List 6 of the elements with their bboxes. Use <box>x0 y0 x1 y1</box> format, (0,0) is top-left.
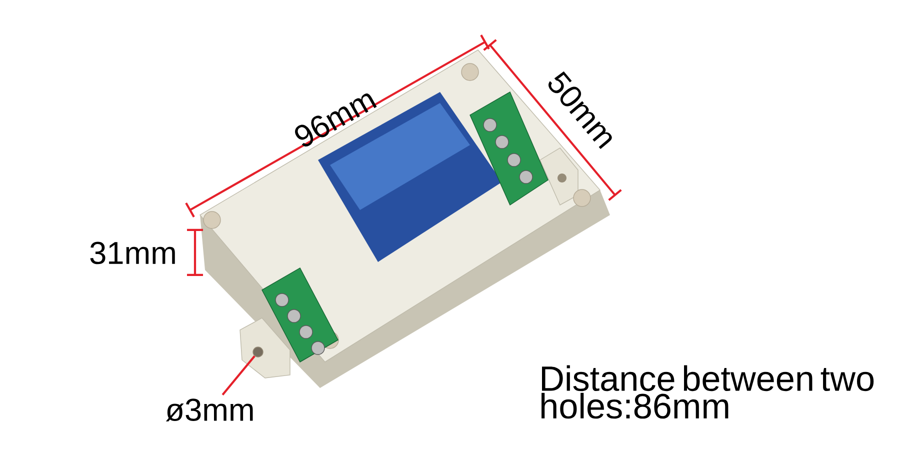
dimension-label: 31mm <box>90 242 175 264</box>
dimension-label: ø3mm <box>166 398 253 422</box>
leader-line <box>222 355 256 396</box>
mounting-hole <box>252 346 264 358</box>
dimension-label: 96mm <box>295 93 377 147</box>
note-text: Distance between two holes:86mm <box>542 365 874 419</box>
